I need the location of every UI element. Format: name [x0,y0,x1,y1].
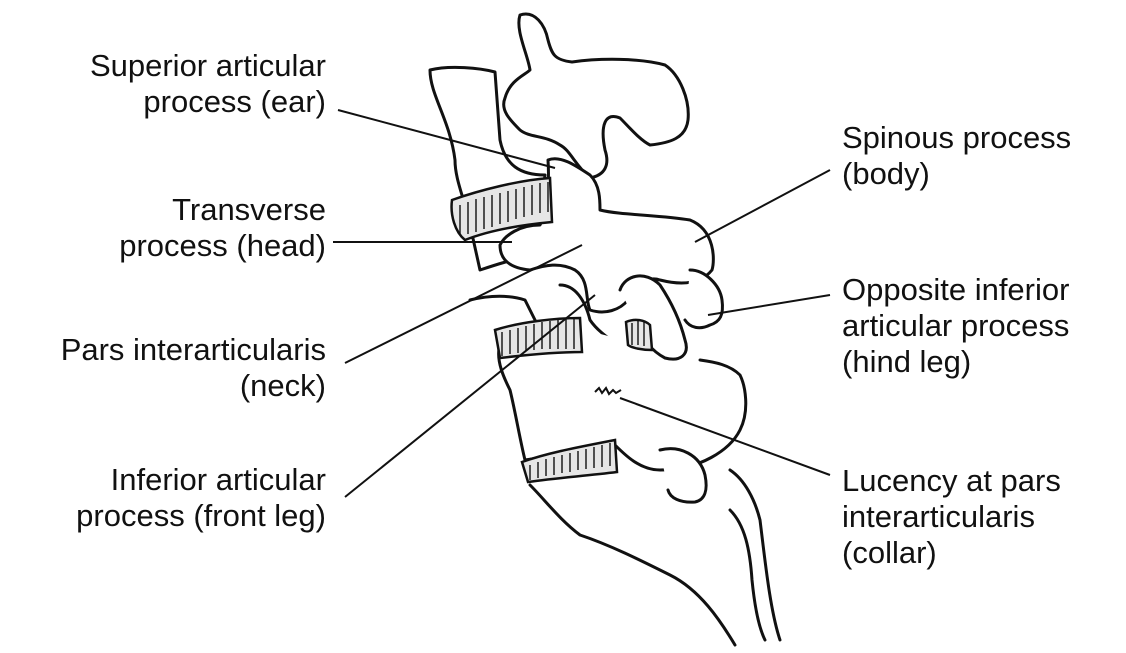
scottie-dog-outline [502,12,690,180]
label-line: Superior articular [89,48,326,83]
middle-disc [493,316,584,360]
sacrum-outline-right [728,468,782,642]
label-line: Lucency at pars [842,463,1061,498]
leader-spinous [694,169,831,243]
label-line: (body) [842,156,930,191]
lucency-jagged-line [594,386,622,396]
label-line: interarticularis [842,499,1035,534]
leader-superior-articular [337,109,556,169]
leader-opposite-inferior [707,294,831,316]
small-disc [624,318,654,352]
label-line: Opposite inferior [842,272,1070,307]
label-line: Spinous process [842,120,1072,155]
opposite-inferior-articular-shape [618,274,688,361]
label-superior-articular-process: Superior articular process (ear) [90,48,326,120]
lower-facet-shape [658,447,708,504]
hind-leg-shape [683,268,724,330]
label-transverse-process: Transverse process (head) [119,192,326,264]
sacrum-inner-line [728,508,767,642]
label-spinous-process: Spinous process (body) [842,120,1071,192]
leader-pars [344,244,583,364]
leader-inferior-articular [344,294,596,498]
label-line: articular process [842,308,1070,343]
leader-lines [333,109,831,498]
label-line: Transverse [172,192,326,227]
label-line: process (head) [119,228,326,263]
label-line: (hind leg) [842,344,972,379]
sacrum-outline-left [528,483,737,647]
label-line: process (front leg) [76,498,326,533]
disc-stripes [459,182,645,480]
leader-lucency [619,397,831,476]
label-line: process (ear) [143,84,326,119]
label-line: Pars interarticularis [60,332,326,367]
label-line: (neck) [239,368,326,403]
label-opposite-inferior-articular-process: Opposite inferior articular process (hin… [842,272,1069,380]
label-inferior-articular-process: Inferior articular process (front leg) [76,462,326,534]
label-line: (collar) [842,535,937,570]
label-lucency-pars: Lucency at pars interarticularis (collar… [842,463,1061,571]
label-line: Inferior articular [110,462,326,497]
label-pars-interarticularis: Pars interarticularis (neck) [61,332,326,404]
